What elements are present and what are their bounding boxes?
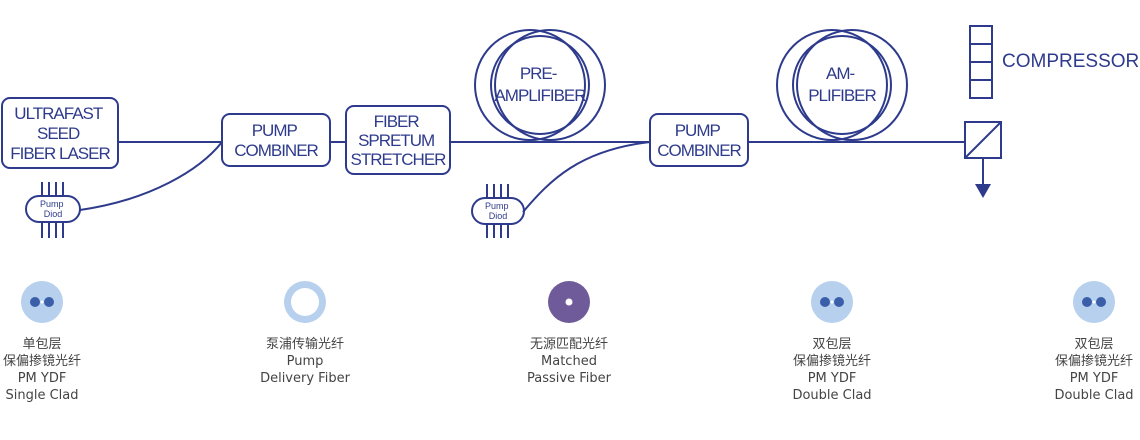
pump-combiner-box-1 <box>221 113 331 167</box>
pump-diode-1-label: Pump Diod <box>40 199 66 219</box>
legend-item-double-clad-1: 双包层 保偏掺镜光纤 PM YDF Double Clad <box>732 280 932 404</box>
double-core-fiber-icon <box>811 281 853 323</box>
double-core-fiber-icon <box>1073 281 1115 323</box>
laser-system-diagram: ULTRAFAST SEED FIBER LASER PUMP COMBINER… <box>1 25 1139 238</box>
pump-diode-1 <box>25 182 81 238</box>
single-core-fiber-icon <box>548 281 590 323</box>
compressor-grating <box>969 25 993 99</box>
legend-item-pump-delivery: 泵浦传输光纤 Pump Delivery Fiber <box>205 280 405 387</box>
ring-fiber-icon <box>284 281 326 323</box>
pump-fiber-curve-2 <box>522 141 651 213</box>
stretcher-box <box>345 105 451 175</box>
compressor-label: COMPRESSOR <box>1002 51 1139 72</box>
pump-combiner-box-2 <box>649 113 749 167</box>
pump-diode-2 <box>471 184 525 238</box>
legend-item-double-clad-2: 双包层 保偏掺镜光纤 PM YDF Double Clad <box>994 280 1140 404</box>
beam-splitter <box>964 121 1002 159</box>
preamplifier-coil <box>474 29 606 141</box>
output-arrow-icon <box>975 184 991 198</box>
seed-laser-label: ULTRAFAST SEED FIBER LASER <box>10 104 110 163</box>
pump-combiner-2-label: PUMP COMBINER <box>657 121 741 160</box>
seed-laser-box <box>1 97 119 169</box>
legend-item-single-clad: 单包层 保偏掺镜光纤 PM YDF Single Clad <box>0 280 142 404</box>
preamplifier-label: PRE- AMPLIFIBER <box>494 64 586 105</box>
stretcher-label: FIBER SPRETUM STRETCHER <box>351 112 447 169</box>
amplifier-label: AM- PLIFIBER <box>808 64 876 105</box>
double-core-fiber-icon <box>21 281 63 323</box>
pump-fiber-curve-1 <box>79 141 223 211</box>
pump-combiner-1-label: PUMP COMBINER <box>234 121 318 160</box>
amplifier-coil <box>776 29 908 141</box>
legend-item-passive: 无源匹配光纤 Matched Passive Fiber <box>469 280 669 387</box>
pump-diode-2-label: Pump Diod <box>485 201 511 221</box>
